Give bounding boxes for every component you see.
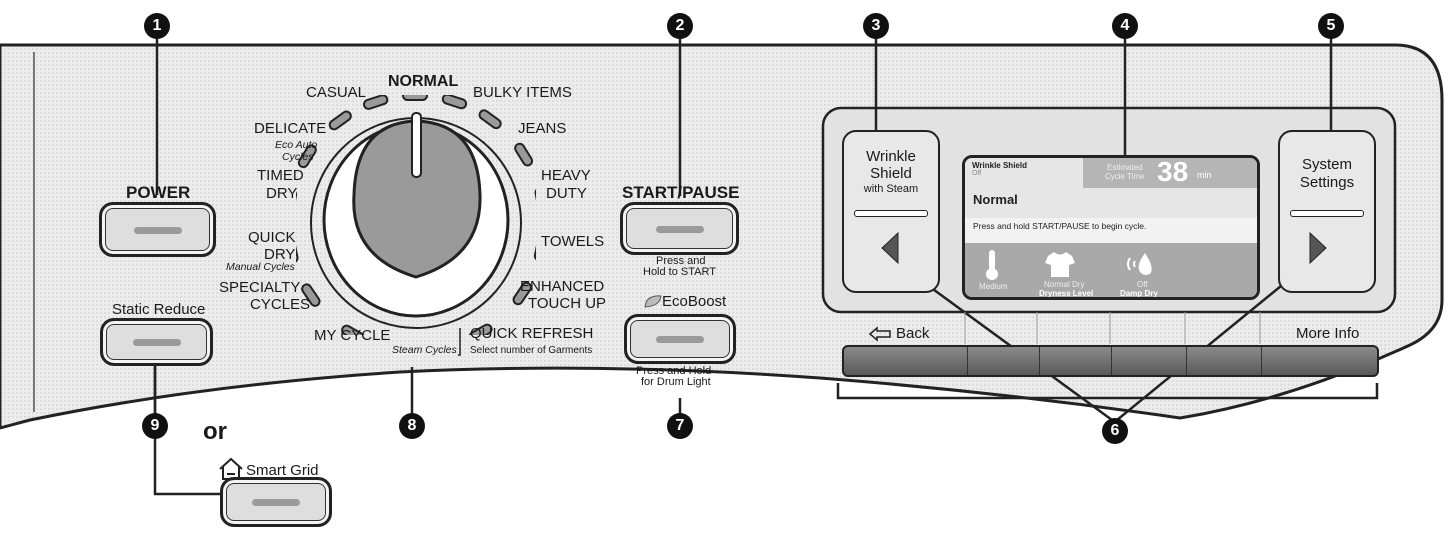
screen-estimated-line1: Estimated (1107, 163, 1143, 172)
screen-time-unit: min (1197, 170, 1212, 180)
static-reduce-label: Static Reduce (112, 301, 206, 318)
damp-dry-icon (1127, 253, 1152, 275)
softkey-2[interactable] (968, 347, 1040, 375)
wrinkle-shield-line1: Wrinkle (866, 148, 916, 165)
eco-auto-label: Eco Auto (275, 139, 318, 151)
cycle-specialty-line2: CYCLES (250, 296, 311, 313)
static-reduce-button[interactable] (100, 318, 213, 366)
smart-grid-button[interactable] (220, 477, 332, 527)
start-hint-line2: Hold to START (643, 266, 716, 278)
softkey-3[interactable] (1040, 347, 1113, 375)
softkey-back[interactable] (844, 347, 968, 375)
option-3-top: Off (1137, 280, 1148, 289)
option-1-top: Medium (979, 282, 1008, 291)
callout-9: 9 (142, 413, 168, 439)
cycle-dial[interactable] (296, 95, 536, 335)
or-text: or (203, 418, 227, 445)
callout-5: 5 (1318, 13, 1344, 39)
screen-cycle-name: Normal (973, 192, 1018, 207)
cycle-casual: CASUAL (306, 84, 367, 101)
cycle-indicator-lights (296, 95, 536, 335)
softkey-5[interactable] (1187, 347, 1262, 375)
cycle-jeans: JEANS (518, 120, 567, 137)
system-settings-line1: System (1301, 156, 1352, 173)
cycle-delicate: DELICATE (254, 120, 327, 137)
screen-wrinkle-state: Off (972, 170, 982, 177)
cycle-specialty-line1: SPECIALTY (219, 279, 301, 296)
thermometer-icon (986, 250, 998, 280)
cycle-enhanced-line1: ENHANCED (520, 278, 605, 295)
cycle-quick-refresh: QUICK REFRESH (470, 325, 594, 342)
screen-wrinkle-tag: Wrinkle Shield (972, 161, 1027, 170)
cycle-quick-dry-line1: QUICK (248, 229, 296, 246)
start-pause-label: START/PAUSE (622, 183, 740, 202)
cycle-bulky-items: BULKY ITEMS (473, 84, 572, 101)
softkey-more-info[interactable] (1262, 347, 1377, 375)
shirt-icon (1045, 252, 1075, 277)
system-settings-line2: Settings (1299, 174, 1355, 191)
callout-8: 8 (399, 413, 425, 439)
callout-4: 4 (1112, 13, 1138, 39)
power-label: POWER (126, 183, 191, 202)
right-arrow-icon (1309, 232, 1327, 264)
select-garments-label: Select number of Garments (470, 345, 593, 356)
softkey-bar (842, 345, 1379, 377)
wrinkle-shield-button[interactable]: Wrinkle Shield with Steam (842, 130, 940, 293)
callout-2: 2 (667, 13, 693, 39)
steam-bracket (458, 328, 461, 356)
cycle-quick-dry-line2: DRY (264, 246, 296, 263)
option-2-top: Normal Dry (1044, 280, 1085, 289)
cycle-towels: TOWELS (541, 233, 605, 250)
softkey-4[interactable] (1112, 347, 1188, 375)
cycle-heavy-duty-line1: HEAVY (541, 167, 591, 184)
option-3-bottom: Damp Dry (1120, 289, 1158, 298)
option-2-bottom: Dryness Level (1039, 289, 1094, 298)
start-hint-line1: Press and (656, 255, 706, 267)
screen-instruction: Press and hold START/PAUSE to begin cycl… (973, 221, 1147, 231)
cycle-normal: NORMAL (388, 73, 459, 90)
cycle-timed-dry-line1: TIMED (257, 167, 304, 184)
callout-7: 7 (667, 413, 693, 439)
screen-time-value: 38 (1157, 156, 1189, 187)
steam-cycles-label: Steam Cycles (392, 344, 457, 356)
callout-3: 3 (863, 13, 889, 39)
ecoboost-hint-line1: Press and Hold (636, 365, 712, 377)
cycle-my-cycle: MY CYCLE (314, 327, 391, 344)
ecoboost-button[interactable] (624, 314, 736, 364)
ecoboost-hint-line2: for Drum Light (641, 376, 711, 388)
cycle-timed-dry-line2: DRY (266, 185, 298, 202)
start-pause-button[interactable] (620, 202, 739, 255)
left-arrow-icon (881, 232, 899, 264)
display-screen: Wrinkle Shield Off Estimated Cycle Time … (962, 155, 1260, 300)
softkey-dividers (964, 312, 1261, 344)
softkey-more-info-label: More Info (1296, 325, 1360, 342)
eco-auto-cycles-label: Cycles (282, 151, 314, 163)
system-settings-button[interactable]: System Settings (1278, 130, 1376, 293)
callout-6: 6 (1102, 418, 1128, 444)
cycle-enhanced-line2: TOUCH UP (528, 295, 607, 312)
screen-estimated-line2: Cycle Time (1105, 172, 1145, 181)
wrinkle-shield-line2: Shield (870, 165, 912, 182)
manual-cycles-label: Manual Cycles (226, 261, 295, 273)
ecoboost-label: EcoBoost (662, 293, 727, 310)
back-arrow-icon (868, 326, 891, 342)
softkey-back-label: Back (896, 325, 930, 342)
wrinkle-shield-line3: with Steam (863, 183, 919, 195)
leaf-icon (644, 295, 662, 308)
cycle-heavy-duty-line2: DUTY (546, 185, 587, 202)
smart-grid-label: Smart Grid (246, 462, 319, 479)
power-button[interactable] (99, 202, 216, 257)
callout-1: 1 (144, 13, 170, 39)
